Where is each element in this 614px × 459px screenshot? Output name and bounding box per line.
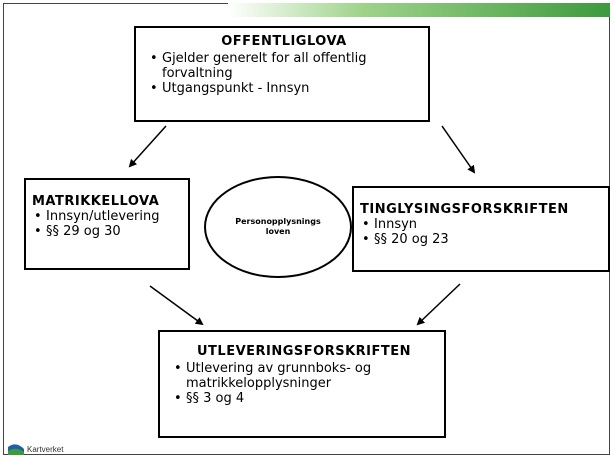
- tinglysingsforskriften-title: TINGLYSINGSFORSKRIFTEN: [360, 202, 569, 217]
- matrikkellova-item: §§ 29 og 30: [34, 224, 182, 239]
- ellipse-label-line2: loven: [265, 227, 291, 236]
- matrikkellova-title: MATRIKKELLOVA: [32, 194, 160, 209]
- matrikkellova-item: Innsyn/utlevering: [34, 209, 182, 224]
- personopplysningsloven-ellipse: Personopplysnings loven: [204, 176, 352, 278]
- utleveringsforskriften-list: Utlevering av grunnboks- og matrikkelopp…: [172, 361, 436, 406]
- accent-bar: [228, 3, 610, 17]
- utleveringsforskriften-title: UTLEVERINGSFORSKRIFTEN: [196, 344, 412, 359]
- matrikkellova-list: Innsyn/utlevering §§ 29 og 30: [32, 209, 182, 239]
- tinglysingsforskriften-item: §§ 20 og 23: [362, 232, 602, 247]
- kartverket-logo-icon: [8, 444, 24, 455]
- arrow-offentlig-to-tinglys: [441, 125, 476, 174]
- utleveringsforskriften-box: UTLEVERINGSFORSKRIFTEN Utlevering av gru…: [158, 330, 446, 438]
- tinglysingsforskriften-box: TINGLYSINGSFORSKRIFTEN Innsyn §§ 20 og 2…: [352, 186, 610, 272]
- matrikkellova-box: MATRIKKELLOVA Innsyn/utlevering §§ 29 og…: [24, 178, 190, 270]
- kartverket-logo: Kartverket: [8, 443, 63, 455]
- arrow-offentlig-to-matrikkel: [128, 125, 167, 168]
- ellipse-label-line1: Personopplysnings: [235, 217, 321, 226]
- utleveringsforskriften-item: §§ 3 og 4: [174, 391, 436, 406]
- tinglysingsforskriften-item: Innsyn: [362, 217, 602, 232]
- arrow-tinglys-to-utlever: [416, 283, 461, 326]
- offentliglova-item: Utgangspunkt - Innsyn: [150, 81, 420, 96]
- tinglysingsforskriften-list: Innsyn §§ 20 og 23: [360, 217, 602, 247]
- offentliglova-list: Gjelder generelt for all offentlig forva…: [148, 51, 420, 96]
- arrow-matrikkel-to-utlever: [149, 285, 204, 326]
- offentliglova-box: OFFENTLIGLOVA Gjelder generelt for all o…: [134, 26, 430, 122]
- offentliglova-item: Gjelder generelt for all offentlig forva…: [150, 51, 420, 81]
- kartverket-logo-text: Kartverket: [27, 444, 64, 454]
- utleveringsforskriften-item: Utlevering av grunnboks- og matrikkelopp…: [174, 361, 436, 391]
- offentliglova-title: OFFENTLIGLOVA: [221, 34, 347, 49]
